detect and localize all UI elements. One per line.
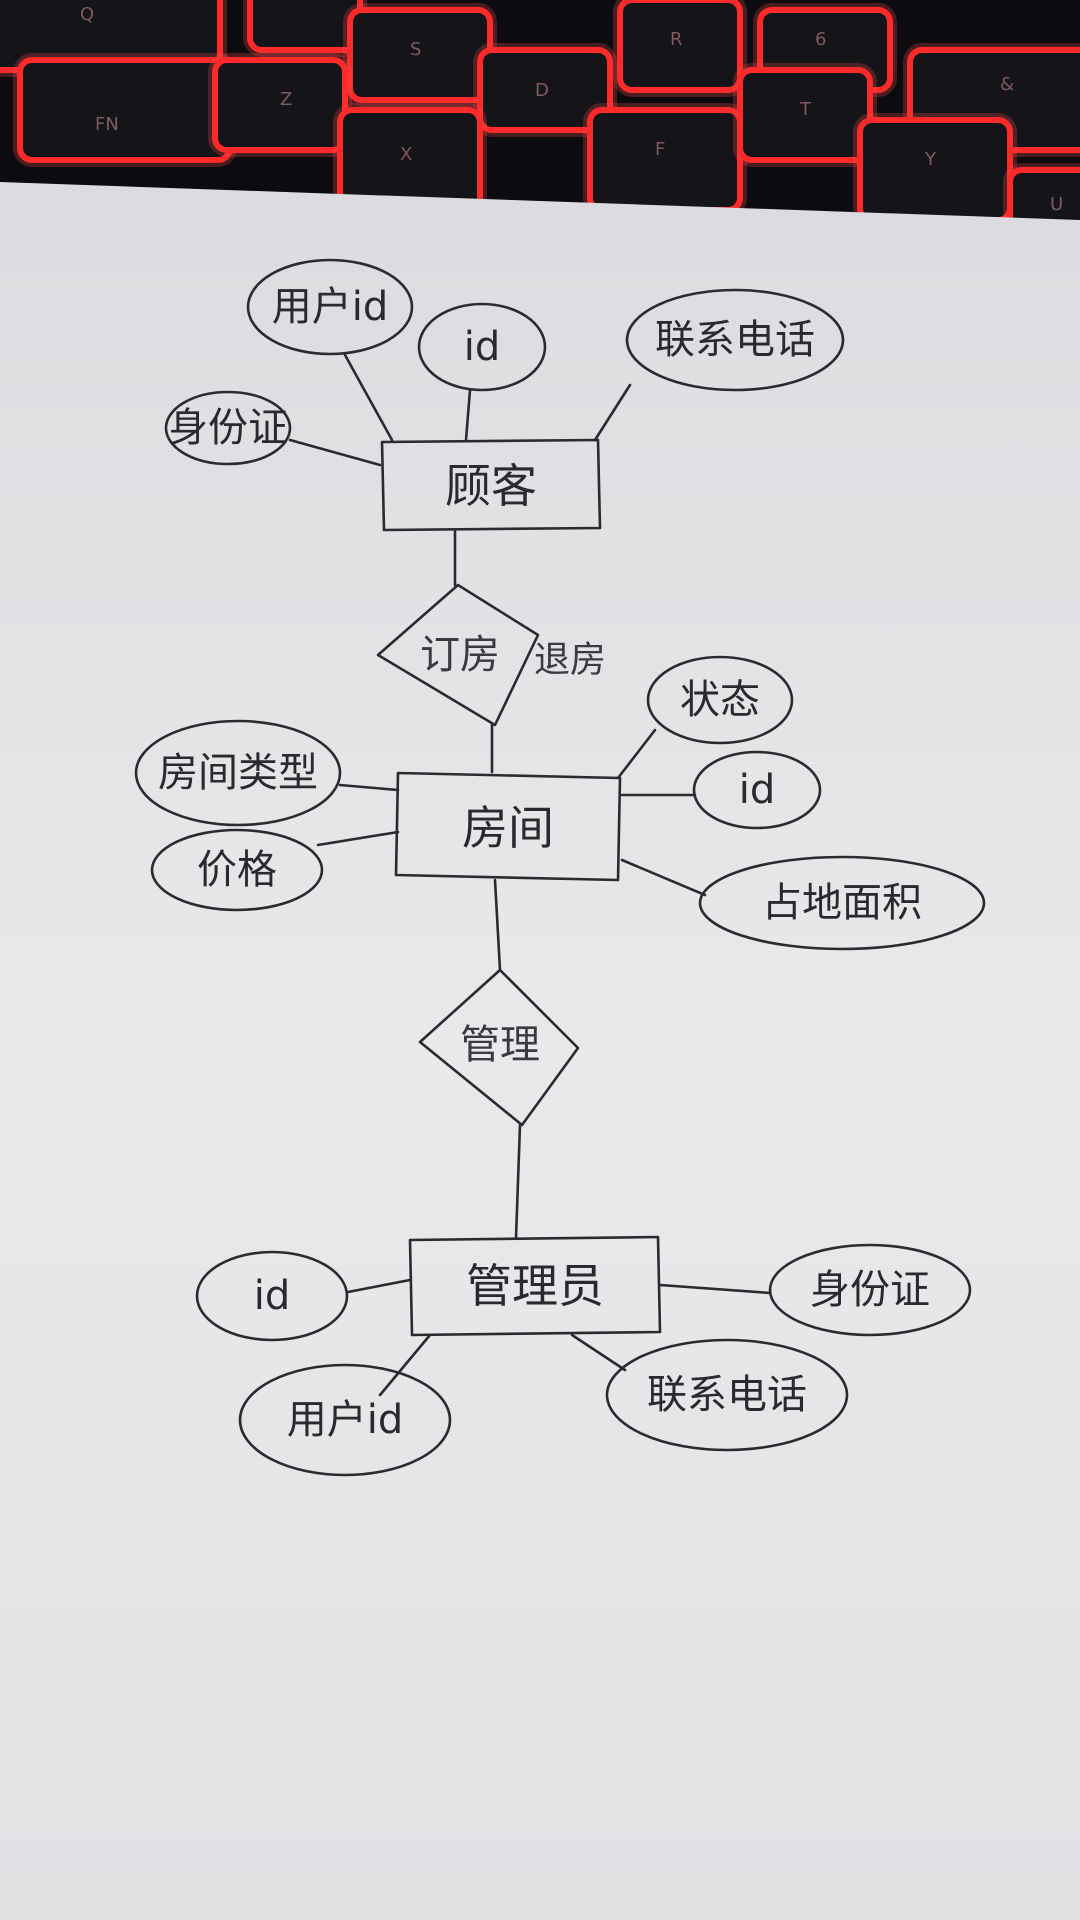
relationship-booking-label: 订房 xyxy=(420,632,500,678)
attr-room-area: 占地面积 xyxy=(698,855,986,951)
attr-customer-id-card-label: 身份证 xyxy=(168,405,288,451)
line-customer-id-card xyxy=(288,438,382,467)
line-manage-admin xyxy=(514,1123,522,1240)
key-label: D xyxy=(535,80,549,101)
attr-admin-id-card-ellipse xyxy=(768,1243,972,1337)
connector-lines xyxy=(288,353,772,1397)
relationship-manage-diamond xyxy=(418,968,580,1127)
attr-customer-id-ellipse xyxy=(417,302,547,392)
line-customer-phone xyxy=(593,383,632,442)
key-label: X xyxy=(400,144,412,165)
key-label: S xyxy=(410,39,421,60)
attr-admin-id: id xyxy=(195,1250,349,1342)
attr-admin-id-card-label: 身份证 xyxy=(810,1267,930,1313)
entity-room-box xyxy=(394,771,622,882)
line-admin-phone xyxy=(570,1333,627,1372)
key-label: 6 xyxy=(815,29,826,50)
attr-admin-user-id: 用户id xyxy=(238,1363,452,1477)
relationship-booking: 订房 退房 xyxy=(376,583,606,727)
attr-customer-user-id-label: 用户id xyxy=(272,284,389,330)
line-room-price xyxy=(316,830,400,847)
line-customer-id xyxy=(464,388,472,442)
attr-customer-id-card-ellipse xyxy=(164,390,292,466)
attr-admin-user-id-label: 用户id xyxy=(287,1397,404,1443)
line-room-area xyxy=(620,858,707,897)
key-d xyxy=(477,47,613,133)
attr-admin-id-ellipse xyxy=(195,1250,349,1342)
key-label: F xyxy=(655,139,665,160)
relationship-manage-label: 管理 xyxy=(460,1022,540,1068)
key-label: Q xyxy=(80,4,94,25)
key-label: Z xyxy=(280,89,292,110)
attr-room-type: 房间类型 xyxy=(134,719,342,827)
line-customer-user-id xyxy=(343,353,394,442)
entity-customer-box xyxy=(380,438,602,532)
attr-room-price-label: 价格 xyxy=(197,847,277,893)
attr-room-price-ellipse xyxy=(150,828,324,912)
key-label: & xyxy=(1000,74,1014,95)
line-room-type xyxy=(338,783,400,792)
key-label: FN xyxy=(95,114,119,135)
key-fn xyxy=(17,57,233,163)
key-z xyxy=(212,57,348,153)
entity-admin-label: 管理员 xyxy=(466,1259,604,1313)
attr-customer-phone-label: 联系电话 xyxy=(655,317,815,363)
key-y xyxy=(857,117,1013,223)
key-f xyxy=(587,107,743,213)
attr-room-area-ellipse xyxy=(698,855,986,951)
entity-room-label: 房间 xyxy=(462,801,554,855)
er-diagram: 顾客 房间 管理员 订房 退房 管理 用户id id xyxy=(134,258,986,1477)
entity-customer: 顾客 xyxy=(380,438,602,532)
attr-admin-id-card: 身份证 xyxy=(768,1243,972,1337)
entity-admin: 管理员 xyxy=(408,1235,662,1337)
attr-room-id-label: id xyxy=(739,767,776,813)
entity-room: 房间 xyxy=(394,771,622,882)
attr-customer-user-id: 用户id xyxy=(246,258,414,356)
paper-sheet xyxy=(0,182,1080,1920)
line-admin-id-card xyxy=(658,1283,772,1295)
attr-room-id: id xyxy=(692,750,822,830)
attr-customer-id-label: id xyxy=(464,324,501,370)
attr-room-area-label: 占地面积 xyxy=(762,880,922,926)
attr-room-id-ellipse xyxy=(692,750,822,830)
attr-room-status: 状态 xyxy=(646,655,794,745)
attr-customer-phone-ellipse xyxy=(625,288,845,392)
key-label: R xyxy=(670,29,683,50)
line-admin-id xyxy=(346,1278,412,1294)
relationship-booking-note: 退房 xyxy=(534,640,606,681)
line-room-manage xyxy=(493,878,502,972)
attr-admin-user-id-ellipse xyxy=(238,1363,452,1477)
attr-customer-phone: 联系电话 xyxy=(625,288,845,392)
attr-customer-id: id xyxy=(417,302,547,392)
attr-room-status-label: 状态 xyxy=(680,677,760,723)
attr-customer-user-id-ellipse xyxy=(246,258,414,356)
line-room-status xyxy=(616,728,657,780)
attr-room-status-ellipse xyxy=(646,655,794,745)
attr-customer-id-card: 身份证 xyxy=(164,390,292,466)
entity-admin-box xyxy=(408,1235,662,1337)
key-label: Y xyxy=(924,149,937,170)
key-label: U xyxy=(1050,194,1063,215)
attr-room-price: 价格 xyxy=(150,828,324,912)
relationship-manage: 管理 xyxy=(418,968,580,1127)
key-t xyxy=(737,67,873,163)
key-r xyxy=(617,0,743,93)
attr-admin-id-label: id xyxy=(254,1273,291,1319)
relationship-booking-diamond xyxy=(376,583,540,727)
attr-admin-phone: 联系电话 xyxy=(605,1338,849,1452)
attr-room-type-label: 房间类型 xyxy=(158,750,318,796)
line-admin-user-id xyxy=(378,1333,432,1397)
entity-customer-label: 顾客 xyxy=(445,459,537,513)
key-label: T xyxy=(799,99,812,120)
attr-admin-phone-label: 联系电话 xyxy=(647,1372,807,1418)
attr-admin-phone-ellipse xyxy=(605,1338,849,1452)
attr-room-type-ellipse xyxy=(134,719,342,827)
